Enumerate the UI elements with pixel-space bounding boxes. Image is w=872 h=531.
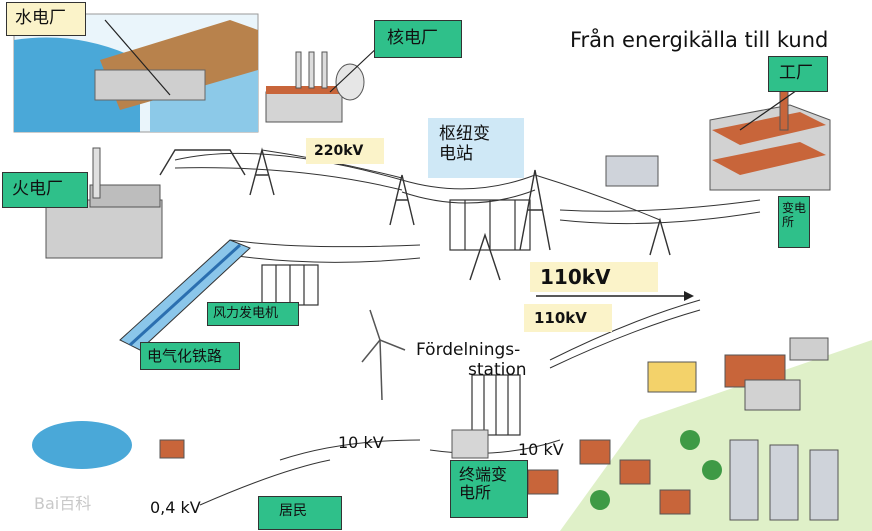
- voltage-10kv-right: 10 kV: [518, 440, 564, 459]
- thermal-plant-illustration: [45, 147, 163, 259]
- distribution-station-illustration: [471, 374, 521, 436]
- factory-illustration: [605, 87, 831, 191]
- terminal-substation-building: [451, 429, 489, 459]
- distribution-station-label-line2: station: [468, 360, 527, 380]
- terminal-substation-label: 终端变 电所: [450, 460, 528, 518]
- voltage-04kv: 0,4 kV: [150, 498, 201, 517]
- railway-label: 电气化铁路: [140, 342, 240, 370]
- lake-illustration: [32, 421, 185, 469]
- diagram-title: Från energikälla till kund: [570, 28, 829, 52]
- terminal-substation-label-line2: 电所: [459, 483, 492, 503]
- wind-substation-illustration: [261, 264, 319, 306]
- wind-turbine-label: 风力发电机: [207, 302, 299, 326]
- nuclear-plant-illustration: [265, 44, 381, 123]
- voltage-110kv-large: 110kV: [530, 262, 658, 292]
- hub-substation-label-line2: 电站: [439, 143, 473, 164]
- substation-label-line2: 所: [782, 214, 795, 229]
- distribution-station-label-line1: Fördelnings-: [416, 340, 521, 360]
- distribution-station-label: Fördelnings- station: [416, 340, 527, 380]
- transmission-towers: [159, 147, 671, 281]
- hub-substation-label-line1: 枢纽变: [439, 124, 490, 144]
- flow-arrow: [536, 291, 694, 301]
- substation-label-line1: 变电: [782, 201, 807, 215]
- voltage-10kv-left: 10 kV: [338, 433, 384, 452]
- hydro-plant-label: 水电厂: [6, 2, 86, 36]
- railway-illustration: [119, 239, 251, 351]
- voltage-110kv: 110kV: [524, 304, 612, 332]
- factory-label: 工厂: [768, 56, 828, 92]
- voltage-220kv: 220kV: [306, 138, 384, 164]
- hydro-plant-illustration: [13, 13, 259, 133]
- hub-substation-illustration: [449, 199, 531, 251]
- residents-label: 居民: [258, 496, 342, 530]
- hub-substation-label: 枢纽变 电站: [428, 118, 524, 178]
- terminal-substation-label-line1: 终端变: [459, 465, 508, 484]
- nuclear-plant-label: 核电厂: [374, 20, 462, 58]
- thermal-plant-label: 火电厂: [2, 172, 88, 208]
- wind-turbine-illustration: [361, 309, 406, 401]
- watermark: Bai百科: [34, 494, 92, 513]
- substation-label: 变电 所: [778, 196, 810, 248]
- city-illustration: [527, 337, 872, 531]
- power-lines: [174, 149, 761, 506]
